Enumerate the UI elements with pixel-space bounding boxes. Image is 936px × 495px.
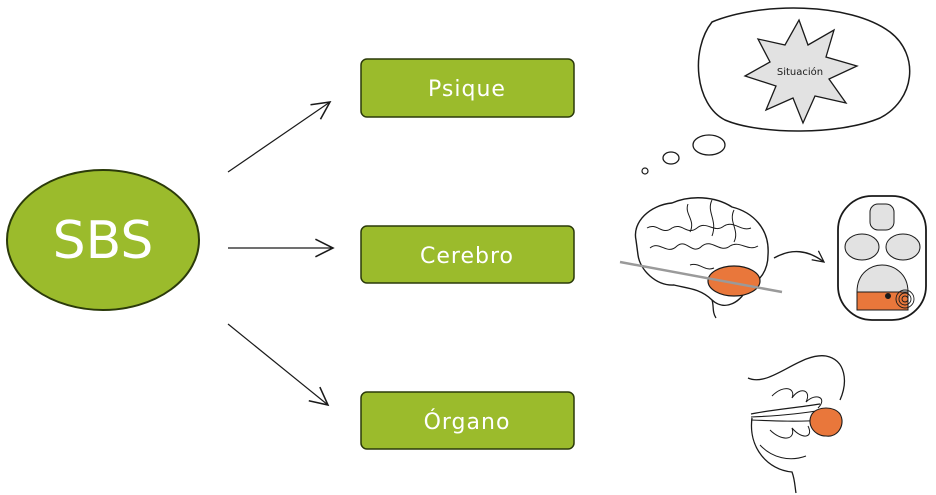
cerebro-label: Cerebro (420, 244, 514, 269)
breast-highlight (809, 407, 843, 437)
sbs-node: SBS (6, 169, 200, 311)
focus-rings-icon (895, 289, 915, 309)
sbs-label: SBS (53, 211, 154, 271)
thought-dot-medium (662, 151, 680, 165)
breast-organ-icon (747, 355, 846, 494)
node-psique: Psique (360, 58, 575, 118)
section-highlight (856, 291, 909, 311)
situation-label: Situación (777, 66, 823, 78)
organo-label: Órgano (424, 409, 511, 435)
brain-section-line (619, 260, 783, 294)
arrow-brain-to-section (773, 250, 826, 263)
situation-star-icon (743, 18, 859, 125)
brain-section-icon (837, 195, 927, 321)
brain-icon (619, 197, 783, 319)
node-organo: Órgano (360, 391, 575, 450)
arrow-to-organo (227, 323, 330, 407)
node-cerebro: Cerebro (360, 225, 575, 284)
thought-bubble: Situación (641, 7, 911, 175)
thought-dot-small (641, 167, 649, 175)
brain-highlight (707, 265, 761, 297)
psique-label: Psique (428, 77, 506, 102)
arrow-to-psique (227, 101, 332, 173)
thought-dot-large (692, 134, 726, 156)
